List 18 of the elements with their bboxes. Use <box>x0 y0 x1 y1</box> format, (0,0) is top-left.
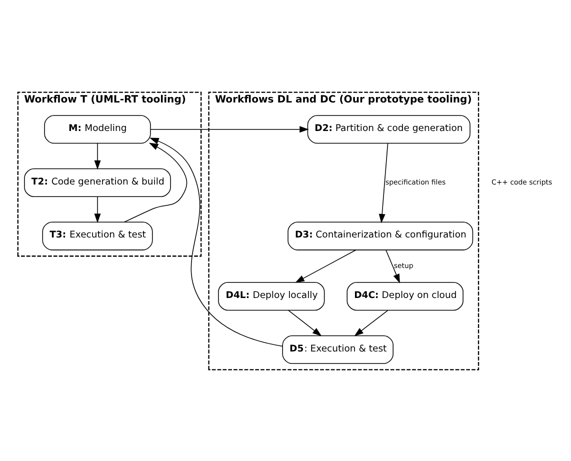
node-box: D2: Partition & code generation <box>307 114 470 144</box>
node-box: D3: Containerization & configuration <box>288 221 474 250</box>
node-box: D4C: Deploy on cloud <box>346 282 464 310</box>
arrow <box>386 249 400 283</box>
node-box: D5: Execution & test <box>282 334 394 364</box>
node-box: M: Modeling <box>44 114 151 144</box>
arrow <box>354 310 388 336</box>
node-box: T2: Code generation & build <box>24 168 171 196</box>
arrow <box>288 310 322 336</box>
arrow <box>295 249 356 282</box>
arrow <box>150 137 283 346</box>
arrow <box>150 126 309 132</box>
arrow <box>94 142 101 170</box>
node-box: D4L: Deploy locally <box>218 282 325 310</box>
arrow <box>378 142 388 223</box>
arrow <box>124 142 188 222</box>
arrow <box>94 196 101 222</box>
node-box: T3: Execution & test <box>42 221 153 250</box>
